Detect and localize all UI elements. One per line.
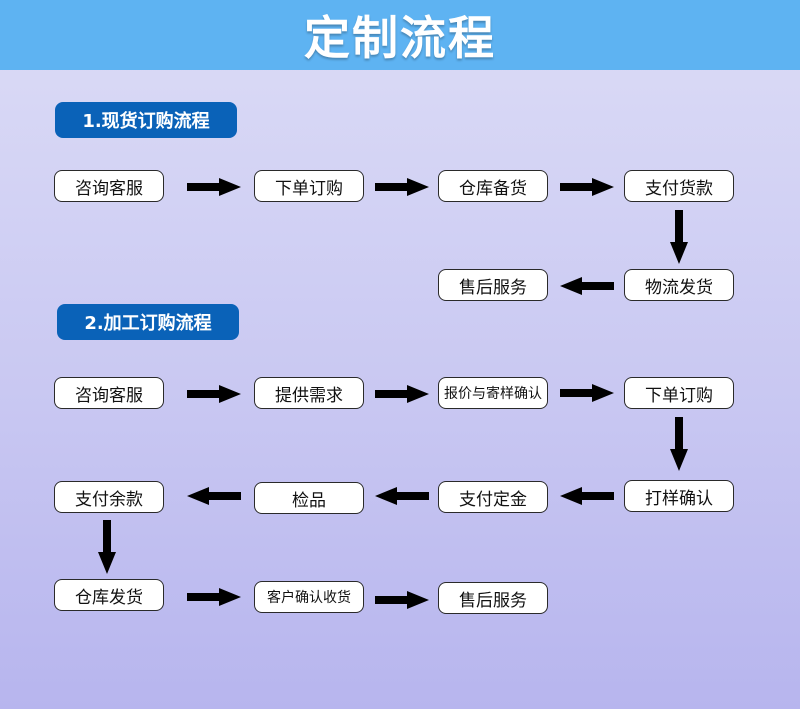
step-place-order: 下单订购: [624, 377, 734, 409]
step-after-sales: 售后服务: [438, 269, 548, 301]
arrow-right-icon: [375, 178, 429, 196]
step-after-sales: 售后服务: [438, 582, 548, 614]
step-sample-confirm: 打样确认: [624, 480, 734, 512]
step-consult-service: 咨询客服: [54, 170, 164, 202]
step-warehouse-ship: 仓库发货: [54, 579, 164, 611]
arrow-right-icon: [560, 384, 614, 402]
page-header: 定制流程: [0, 0, 800, 70]
arrow-right-icon: [375, 591, 429, 609]
step-pay-deposit: 支付定金: [438, 481, 548, 513]
step-quote-sample-confirm: 报价与寄样确认: [438, 377, 548, 409]
arrow-left-icon: [560, 487, 614, 505]
section-label-processing: 2.加工订购流程: [57, 304, 239, 340]
arrow-down-icon: [98, 520, 116, 574]
step-provide-requirements: 提供需求: [254, 377, 364, 409]
arrow-right-icon: [187, 385, 241, 403]
step-pay-balance: 支付余款: [54, 481, 164, 513]
arrow-down-icon: [670, 210, 688, 264]
arrow-right-icon: [375, 385, 429, 403]
step-pay-goods: 支付货款: [624, 170, 734, 202]
step-inspection: 检品: [254, 482, 364, 514]
step-logistics-ship: 物流发货: [624, 269, 734, 301]
arrow-left-icon: [375, 487, 429, 505]
page-title: 定制流程: [304, 11, 496, 65]
step-consult-service: 咨询客服: [54, 377, 164, 409]
section-label-stock: 1.现货订购流程: [55, 102, 237, 138]
arrow-right-icon: [560, 178, 614, 196]
arrow-left-icon: [187, 487, 241, 505]
arrow-down-icon: [670, 417, 688, 471]
step-customer-confirm-receipt: 客户确认收货: [254, 581, 364, 613]
step-warehouse-prepare: 仓库备货: [438, 170, 548, 202]
arrow-left-icon: [560, 277, 614, 295]
step-place-order: 下单订购: [254, 170, 364, 202]
arrow-right-icon: [187, 588, 241, 606]
arrow-right-icon: [187, 178, 241, 196]
